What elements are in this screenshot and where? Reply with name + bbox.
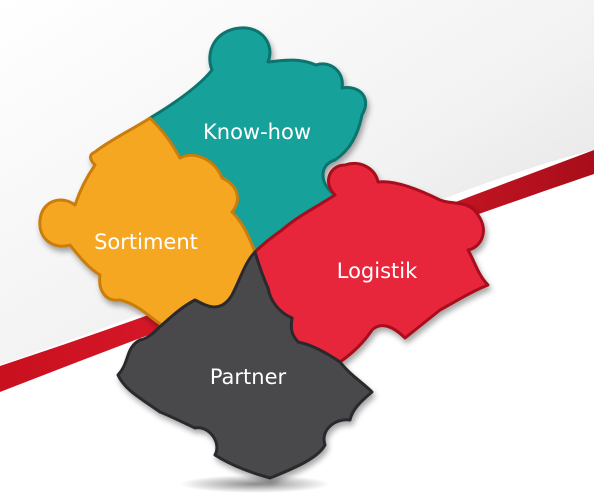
partner-label: Partner bbox=[210, 365, 287, 389]
ground-shadow bbox=[180, 475, 330, 493]
logistik-label: Logistik bbox=[337, 259, 418, 283]
sortiment-label: Sortiment bbox=[94, 230, 198, 254]
knowhow-label: Know-how bbox=[203, 120, 311, 144]
partner-piece[interactable] bbox=[116, 250, 374, 480]
